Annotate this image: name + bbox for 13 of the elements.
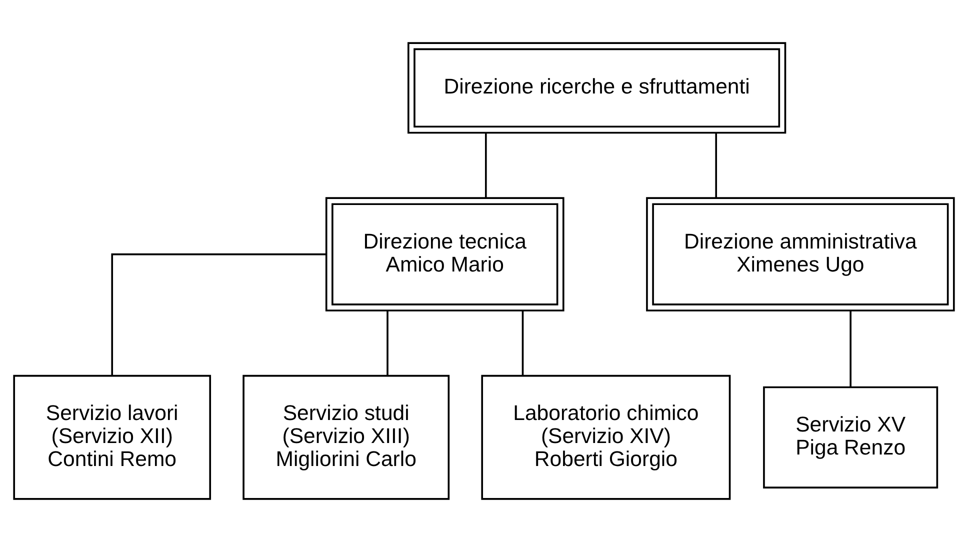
node-box: Direzione tecnica Amico Mario [325, 197, 564, 312]
node-box: Servizio studi (Servizio XIII) Migliorini Carlo [242, 374, 450, 500]
connector [715, 132, 718, 198]
connector [484, 132, 487, 198]
node-box: Direzione ricerche e sfruttamenti [408, 42, 786, 134]
node-box: Laboratorio chimico (Servizio XIV) Roberti Giorgio [481, 374, 731, 500]
node-box: Servizio XV Piga Renzo [763, 386, 938, 488]
connector [522, 310, 524, 376]
node-box: Direzione amministrativa Ximenes Ugo [646, 197, 955, 312]
connector [850, 310, 852, 388]
connector [111, 253, 326, 376]
connector [386, 310, 388, 376]
node-box: Servizio lavori (Servizio XII) Contini Remo [13, 374, 212, 500]
